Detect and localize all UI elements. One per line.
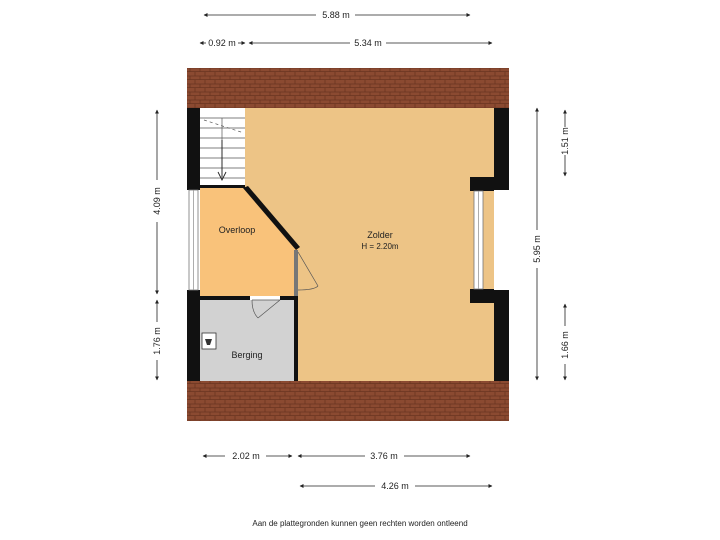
roof-bottom bbox=[187, 381, 509, 421]
roof-top bbox=[187, 68, 509, 108]
dimension-top-left: 0.92 m bbox=[208, 38, 236, 48]
diagonal-wall bbox=[243, 186, 300, 250]
window-icon bbox=[473, 190, 484, 290]
door-swing-icon bbox=[297, 251, 319, 291]
disclaimer-text: Aan de plattegronden kunnen geen rechten… bbox=[252, 519, 468, 528]
room-zolder bbox=[245, 108, 494, 381]
dimension-right-total: 5.95 m bbox=[532, 235, 542, 263]
walls bbox=[187, 108, 509, 381]
dimension-top-total: 5.88 m bbox=[322, 10, 350, 20]
stairwell bbox=[200, 108, 245, 187]
boiler-icon bbox=[201, 332, 217, 350]
dimension-right-upper: 1.51 m bbox=[560, 127, 570, 155]
room-label-overloop: Overloop bbox=[219, 225, 256, 235]
door-swing-icon bbox=[251, 299, 281, 319]
dimension-bottom-total: 4.26 m bbox=[381, 481, 409, 491]
overloop-zolder-wall bbox=[294, 250, 298, 296]
dimension-top-right: 5.34 m bbox=[354, 38, 382, 48]
room-overloop bbox=[200, 187, 298, 296]
stairs-icon bbox=[200, 117, 245, 182]
dimension-left-upper: 4.09 m bbox=[152, 187, 162, 215]
dimension-bottom-left: 2.02 m bbox=[232, 451, 260, 461]
window-icon bbox=[188, 189, 199, 291]
dimension-right-lower: 1.66 m bbox=[560, 331, 570, 359]
room-label-berging: Berging bbox=[231, 350, 262, 360]
dimension-lines bbox=[155, 13, 567, 488]
room-label-zolder: Zolder bbox=[367, 230, 393, 240]
room-height-zolder: H = 2.20m bbox=[361, 242, 398, 251]
dimension-left-lower: 1.76 m bbox=[152, 327, 162, 355]
dimension-bottom-right: 3.76 m bbox=[370, 451, 398, 461]
